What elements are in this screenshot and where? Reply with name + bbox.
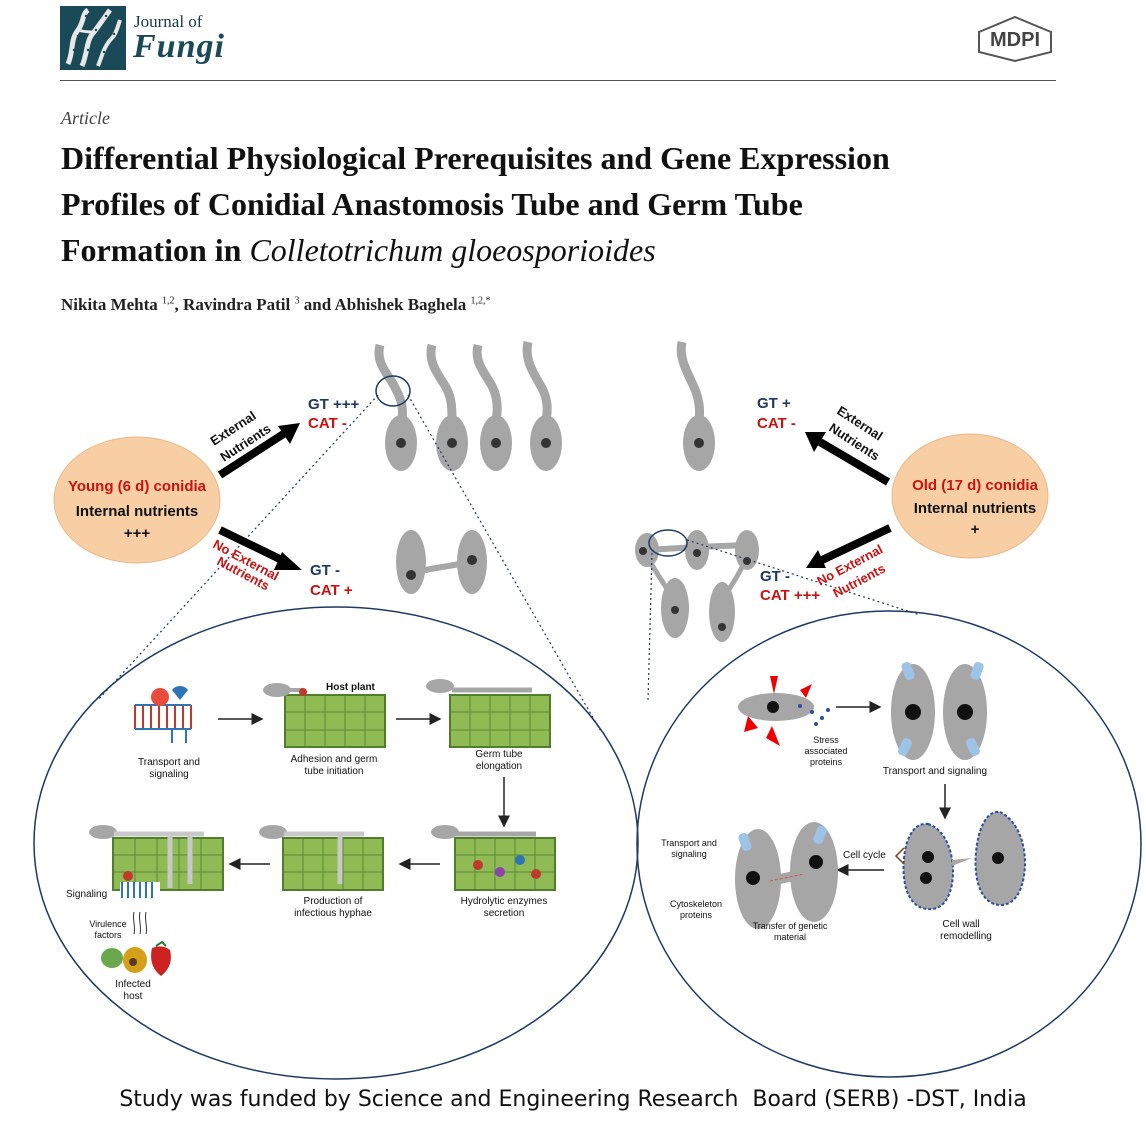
- transfer-label-1: Transfer of genetic: [753, 921, 828, 931]
- header-rule: [60, 80, 1056, 81]
- zoom-lines: [97, 394, 921, 731]
- right-transport-label-1: Transport and: [661, 838, 717, 848]
- signaling-label: Signaling: [66, 889, 107, 900]
- germ-label-1: Germ tube: [475, 749, 523, 760]
- conidium-germ-tube: [374, 343, 417, 471]
- right-transport-label-2: signaling: [671, 849, 707, 859]
- author-affiliation: 1,2: [162, 295, 175, 307]
- host-tissue-2: [426, 679, 551, 748]
- prod-label-2: infectious hyphae: [294, 908, 372, 919]
- young-title: Young (6 d) conidia: [68, 478, 207, 495]
- graphical-abstract: Young (6 d) conidia Internal nutrients +…: [0, 330, 1146, 1090]
- host-tissue-3: [431, 825, 556, 891]
- wall-label-1: Cell wall: [942, 919, 979, 930]
- right-cat-top: CAT -: [757, 415, 796, 432]
- virulence-label-1: Virulence: [89, 919, 126, 929]
- wall-label-2: remodelling: [940, 931, 992, 942]
- hyphae-logo-icon: [65, 7, 122, 67]
- host-tissue-4: [259, 825, 384, 891]
- author-separator: and: [299, 295, 335, 314]
- author-name[interactable]: Nikita Mehta: [61, 295, 158, 314]
- adhesion-label-2: tube initiation: [305, 766, 364, 777]
- germ-label-2: elongation: [476, 761, 522, 772]
- young-level: +++: [124, 525, 151, 542]
- transport-label-1: Transport and: [138, 757, 200, 768]
- left-cat-top: CAT -: [308, 415, 347, 432]
- zoom-circle-right: [648, 529, 688, 557]
- stress-label-1: Stress: [813, 735, 839, 745]
- host-plant-label: Host plant: [326, 682, 376, 693]
- author-name[interactable]: Ravindra Patil: [183, 295, 291, 314]
- cat-conidia-left: [396, 530, 487, 594]
- old-title: Old (17 d) conidia: [912, 477, 1039, 494]
- right-cat-bottom: CAT +++: [760, 587, 820, 604]
- stress-label-2: associated: [804, 746, 847, 756]
- journal-prefix: Journal of: [134, 12, 203, 31]
- prod-label-1: Production of: [304, 896, 363, 907]
- left-gt-top: GT +++: [308, 396, 360, 413]
- transport-label-2: signaling: [149, 769, 188, 780]
- mdpi-logo: MDPI: [973, 14, 1057, 64]
- old-conidia-badge: Old (17 d) conidia Internal nutrients +: [891, 433, 1049, 559]
- journal-logo: [60, 6, 126, 70]
- host-tissue-5: [89, 825, 224, 898]
- infected-label-2: host: [124, 991, 143, 1002]
- young-conidia-badge: Young (6 d) conidia Internal nutrients +…: [53, 436, 221, 564]
- author-separator: ,: [174, 295, 184, 314]
- germ-tube-conidium-right: [676, 341, 715, 471]
- title-line-3: Formation in Colletotrichum gloeosporioi…: [61, 227, 1061, 273]
- infected-label-1: Infected: [115, 979, 151, 990]
- germ-tube-process-panel: [33, 606, 639, 1080]
- virulence-label-2: factors: [94, 930, 122, 940]
- title-line-1: Differential Physiological Prerequisites…: [61, 140, 890, 176]
- old-internal: Internal nutrients: [914, 500, 1037, 517]
- left-cat-bottom: CAT +: [310, 582, 353, 599]
- cell-cycle-label: Cell cycle: [843, 850, 886, 861]
- transfer-label-2: material: [774, 932, 806, 942]
- title-line-3-text: Formation in: [61, 232, 250, 268]
- zoom-circle-left: [375, 375, 411, 407]
- publisher-name: MDPI: [990, 29, 1040, 51]
- germ-tube-conidia-left: [374, 341, 562, 471]
- authors: Nikita Mehta 1,2, Ravindra Patil 3 and A…: [61, 295, 491, 315]
- host-tissue-1: [263, 683, 386, 748]
- young-internal: Internal nutrients: [76, 503, 199, 520]
- author-name[interactable]: Abhishek Baghela: [334, 295, 467, 314]
- title-line-2: Profiles of Conidial Anastomosis Tube an…: [61, 186, 803, 222]
- conidium-germ-tube: [426, 343, 468, 471]
- nutrient-arrows: [217, 423, 892, 570]
- stressed-conidium: [738, 676, 830, 746]
- transport-conidia-pair: [891, 661, 987, 760]
- fused-conidia-pair: [735, 822, 838, 929]
- conidium-germ-tube: [522, 341, 562, 471]
- hydro-label-2: secretion: [484, 908, 525, 919]
- cell-cycle-conidia: [894, 810, 1026, 911]
- conidium-germ-tube: [472, 343, 512, 471]
- title-species: Colletotrichum gloeosporioides: [249, 232, 656, 268]
- cat-conidia-right: [635, 530, 759, 642]
- right-gt-bottom: GT -: [760, 568, 790, 585]
- cyto-label-1: Cytoskeleton: [670, 899, 722, 909]
- left-gt-bottom: GT -: [310, 562, 340, 579]
- stress-label-3: proteins: [810, 757, 843, 767]
- right-gt-top: GT +: [757, 395, 791, 412]
- old-level: +: [971, 521, 980, 538]
- cat-process-panel: [636, 610, 1142, 1078]
- adhesion-label-1: Adhesion and germ: [291, 754, 378, 765]
- hydro-label-1: Hydrolytic enzymes: [461, 896, 548, 907]
- membrane-receptor-icon: [130, 686, 202, 743]
- article-type: Article: [61, 108, 110, 128]
- funding-statement: Study was funded by Science and Engineer…: [119, 1087, 1027, 1112]
- infected-fruit-icons: [101, 940, 171, 976]
- article-title: Differential Physiological Prerequisites…: [61, 135, 1061, 273]
- transport-sig-label: Transport and signaling: [883, 766, 987, 777]
- journal-name: Fungi: [133, 28, 225, 65]
- author-affiliation: 3: [294, 295, 300, 307]
- author-affiliation: 1,2,*: [470, 295, 491, 307]
- cyto-label-2: proteins: [680, 910, 713, 920]
